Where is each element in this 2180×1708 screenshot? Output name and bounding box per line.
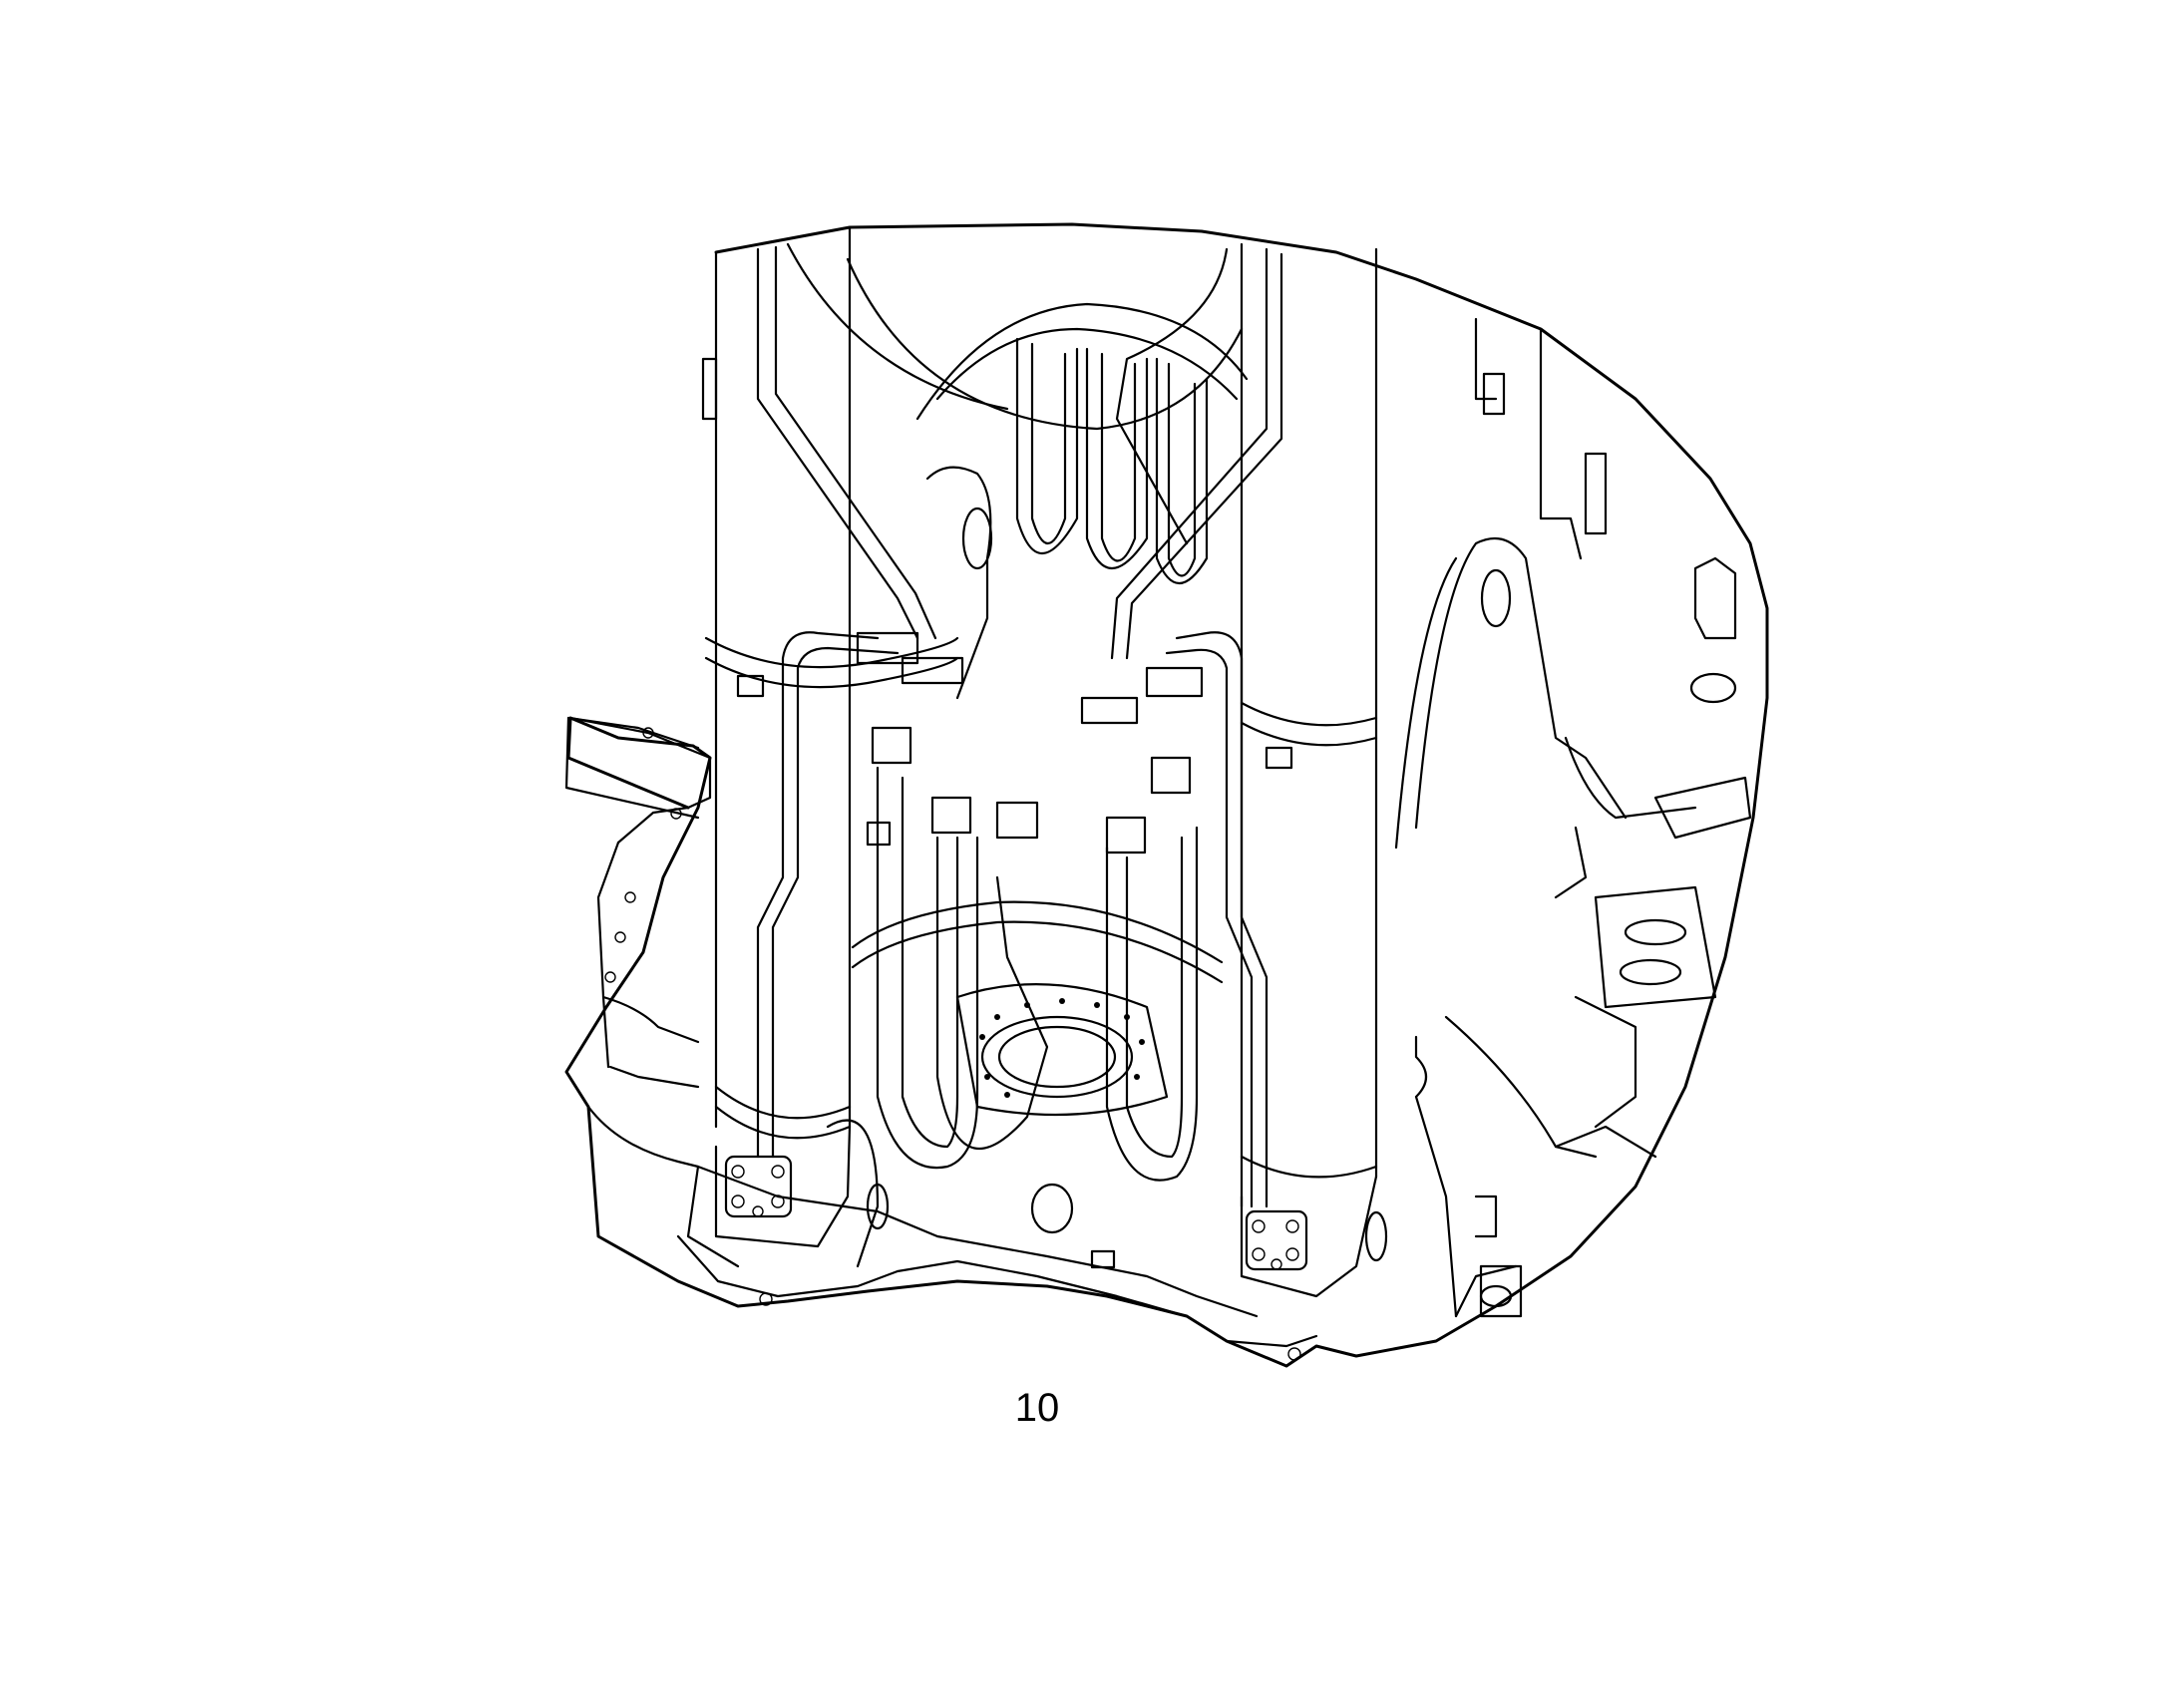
bottom-base-frame — [676, 1165, 1318, 1361]
upper-coiled-hoses — [1015, 337, 1209, 585]
right-frame — [1444, 317, 1752, 1318]
left-cylinder — [701, 225, 959, 1248]
central-flange — [955, 983, 1169, 1117]
left-u-pipe — [756, 631, 900, 1159]
right-side-plate — [1364, 536, 1628, 1318]
right-u-pipe — [1165, 631, 1269, 1208]
right-cylinder — [1240, 242, 1378, 1298]
cutaway-outline — [564, 222, 1769, 1368]
right-upper-pipes — [1110, 247, 1283, 660]
left-upper-pipes — [756, 242, 1009, 640]
central-lower-hoses — [876, 766, 1199, 1182]
figure-number-label: 10 — [1014, 1386, 1060, 1430]
left-base-frame — [568, 716, 740, 1268]
center-arc-hose — [851, 900, 1224, 984]
left-side-arm — [564, 716, 700, 820]
upper-ring-opening — [846, 257, 1249, 431]
left-pivot-bracket — [826, 466, 993, 1268]
pipe-clamps — [736, 631, 1293, 854]
